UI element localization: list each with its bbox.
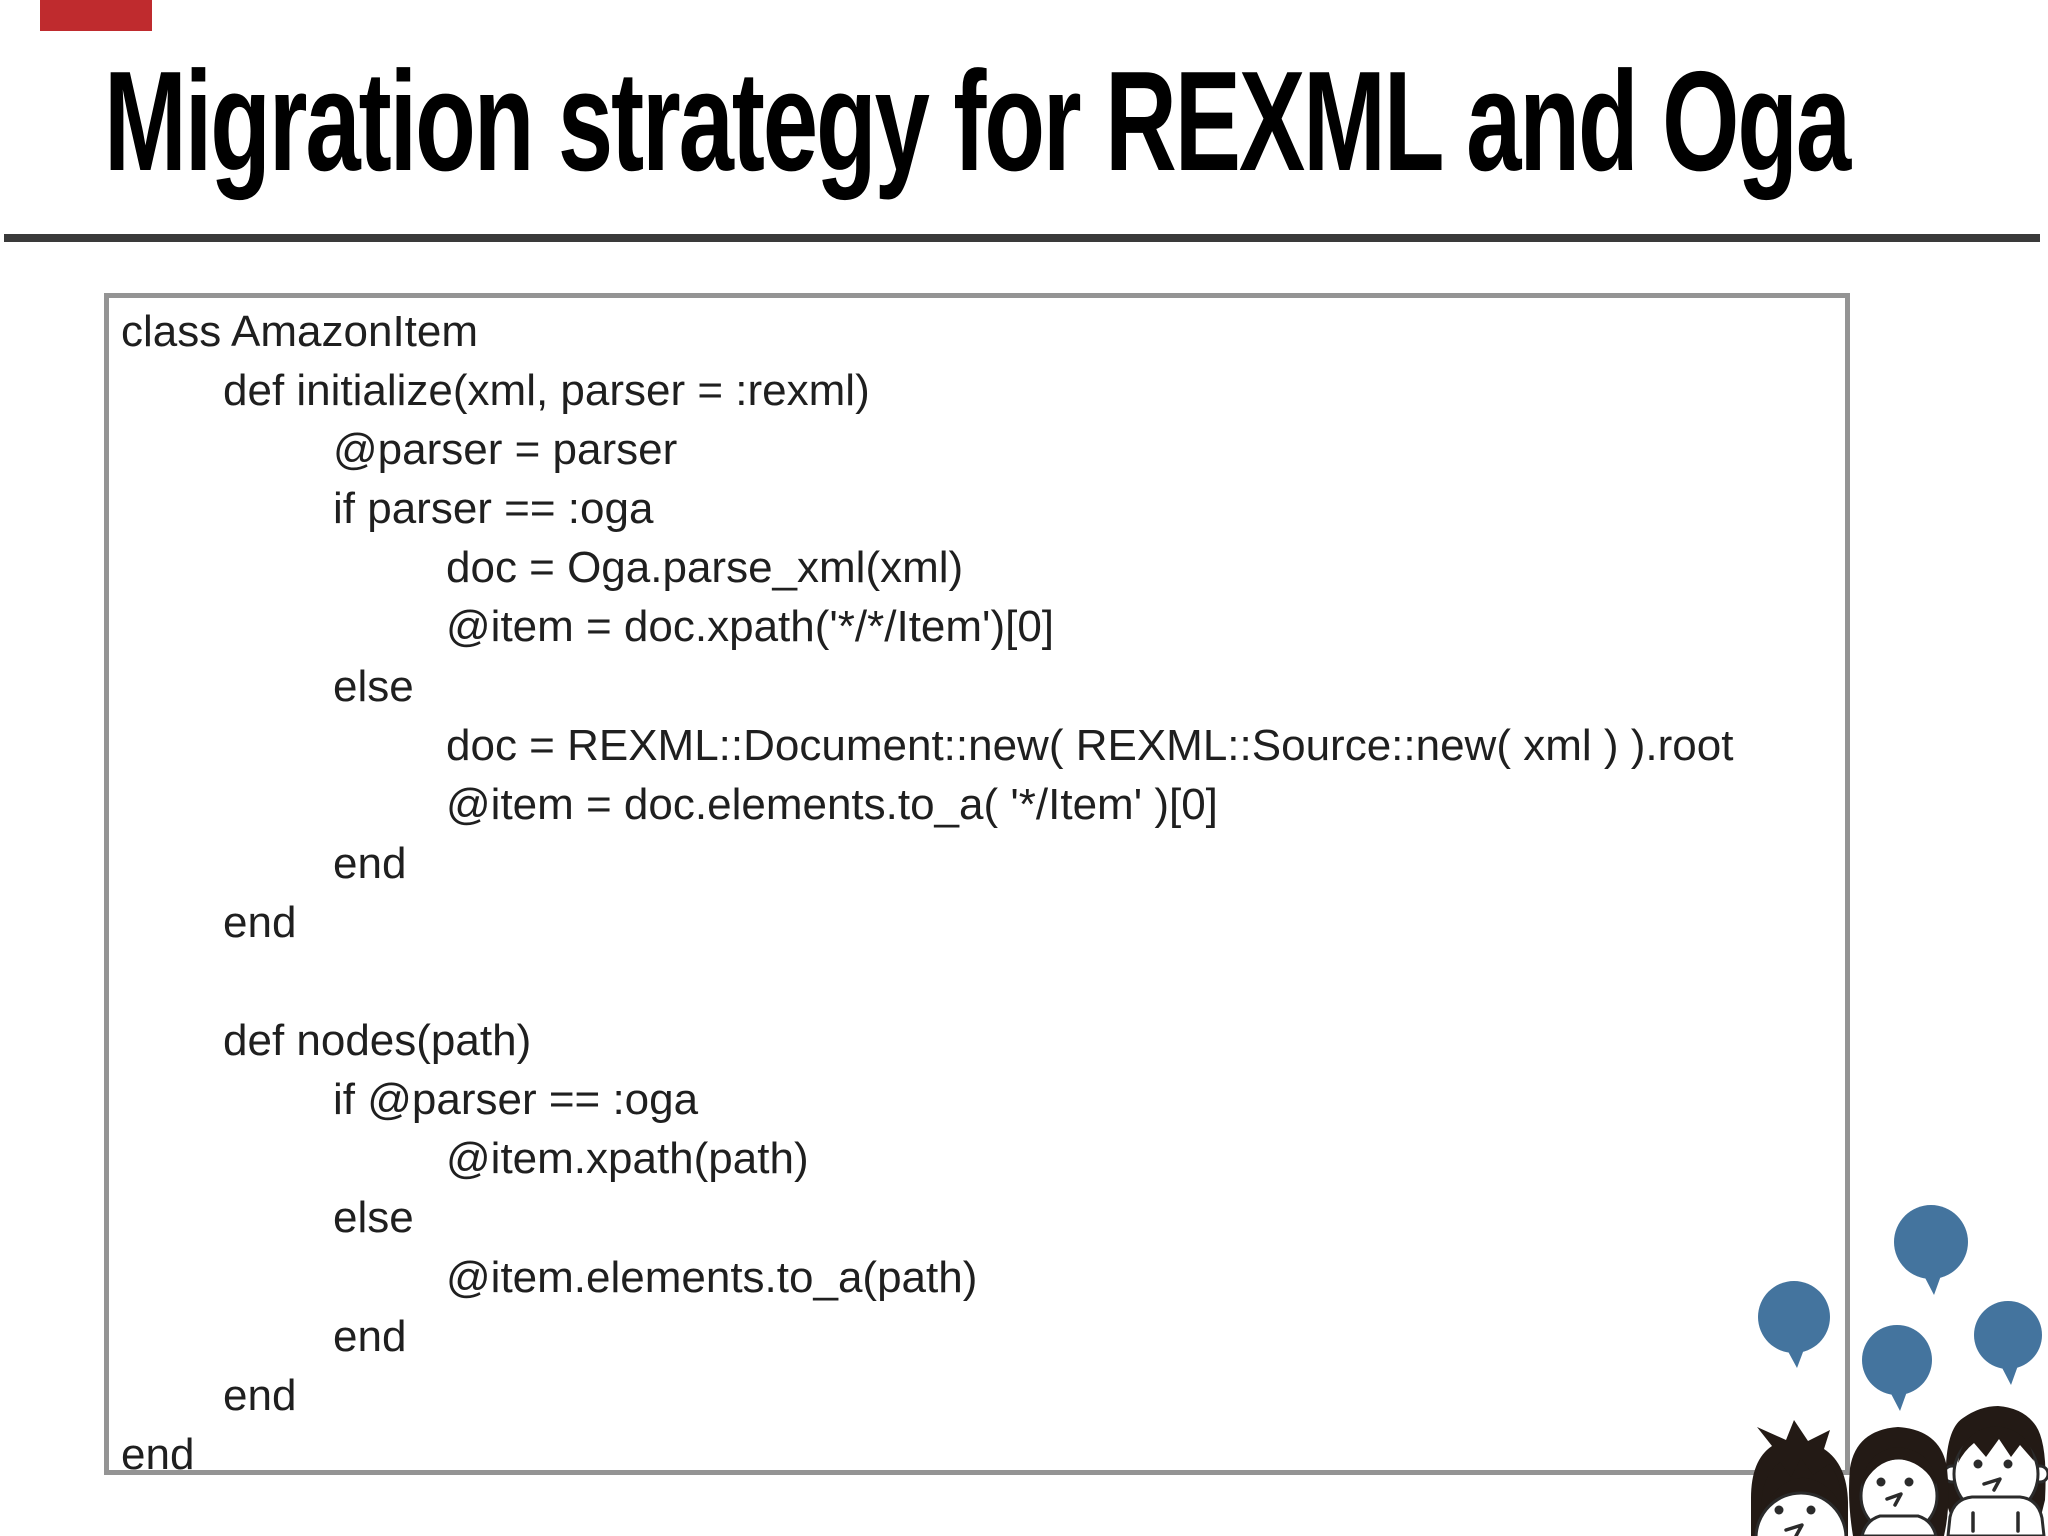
cartoon-girl-middle <box>1849 1427 1949 1536</box>
code-line: doc = Oga.parse_xml(xml) <box>446 543 964 593</box>
slide-title: Migration strategy for REXML and Oga <box>104 42 1851 201</box>
code-line: if @parser == :oga <box>333 1075 699 1125</box>
code-lines: class AmazonItem def initialize(xml, pars… <box>109 302 1845 1484</box>
code-line <box>109 952 1845 1011</box>
speech-bubble-icon <box>1974 1301 2042 1385</box>
speech-bubble-icon <box>1894 1205 1968 1295</box>
code-line: end <box>333 1311 407 1361</box>
code-line: else <box>333 1193 414 1243</box>
code-line: class AmazonItem <box>121 307 479 356</box>
code-line: @item.elements.to_a(path) <box>446 1252 978 1302</box>
code-line: @item = doc.xpath('*/*/Item')[0] <box>446 602 1055 652</box>
code-line: @parser = parser <box>333 425 678 475</box>
top-left-accent-bar <box>40 0 152 31</box>
code-line: if parser == :oga <box>333 484 654 534</box>
code-line: end <box>223 1370 297 1420</box>
code-line: def nodes(path) <box>223 1016 532 1066</box>
code-line: def initialize(xml, parser = :rexml) <box>223 366 870 416</box>
code-panel: class AmazonItem def initialize(xml, pars… <box>104 293 1850 1479</box>
code-line: doc = REXML::Document::new( REXML::Sourc… <box>446 720 1734 770</box>
code-line: end <box>121 1429 195 1479</box>
code-line: @item.xpath(path) <box>446 1134 809 1184</box>
code-line: end <box>333 838 407 888</box>
code-line: else <box>333 661 414 711</box>
speech-bubble-icon <box>1862 1325 1932 1411</box>
code-line: @item = doc.elements.to_a( '*/Item' )[0] <box>446 779 1218 829</box>
title-divider-rule <box>4 234 2040 242</box>
cartoon-boy-right <box>1942 1406 2048 1536</box>
code-line: end <box>223 897 297 947</box>
